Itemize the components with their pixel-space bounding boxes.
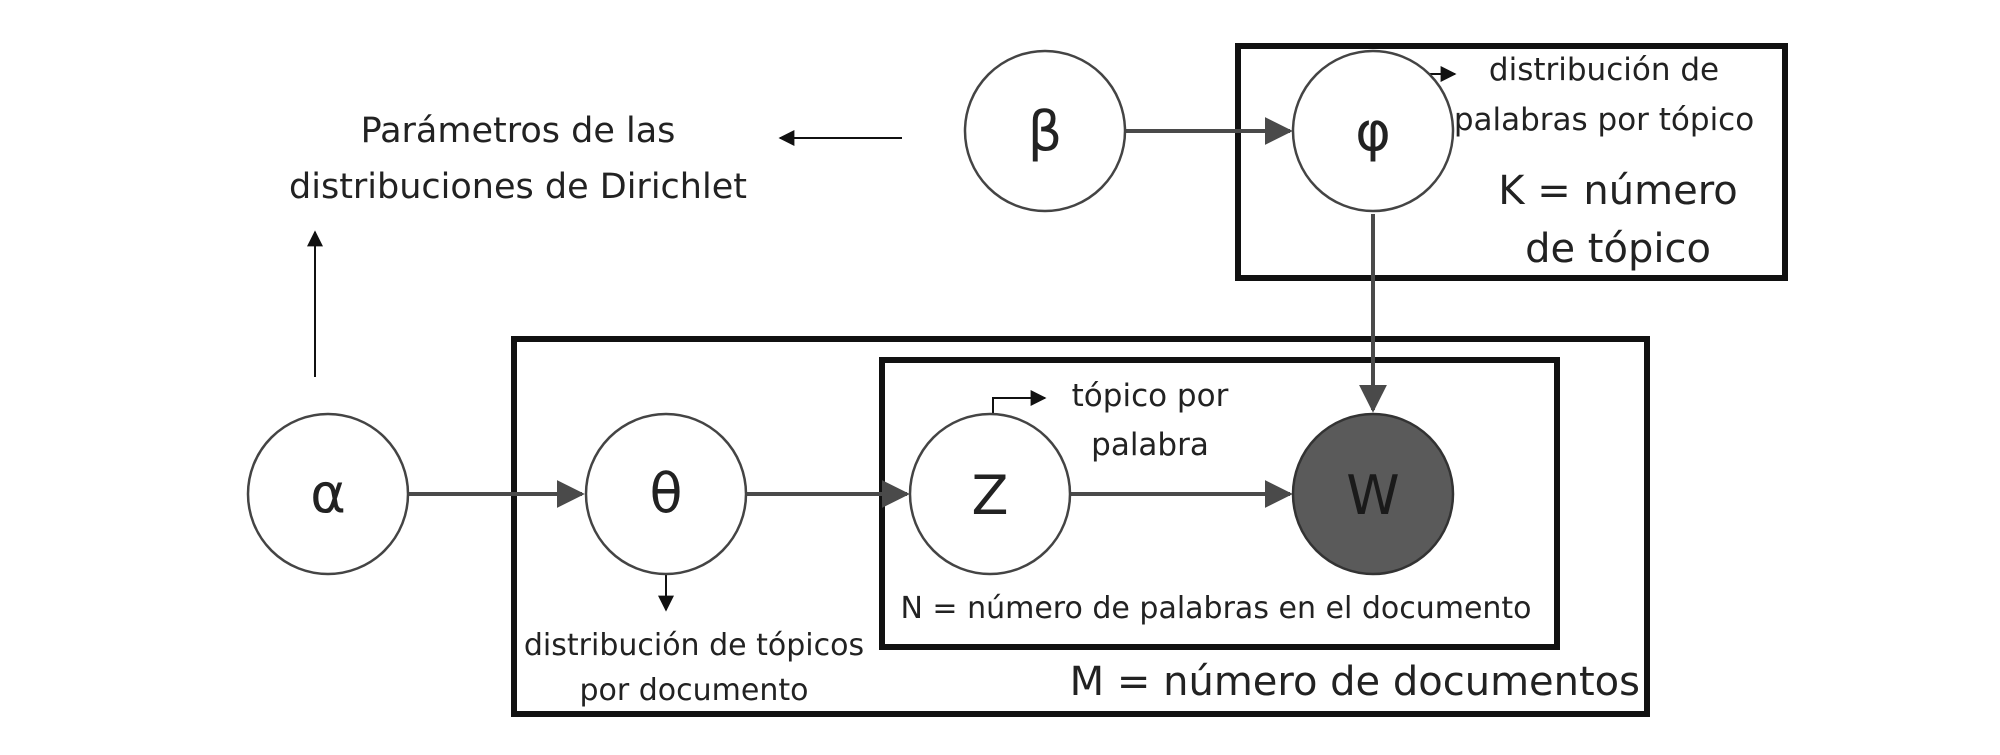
node-alpha: α	[246, 412, 410, 576]
k-plate-label-line2: de tópico	[1525, 226, 1711, 272]
theta-desc-line2: por documento	[580, 673, 809, 708]
svg-text:β: β	[1028, 100, 1062, 163]
m-plate-label: M = número de documentos	[1070, 659, 1640, 705]
k-plate-label-line1: K = número	[1498, 168, 1738, 214]
z-desc-line1: tópico por	[1072, 378, 1229, 414]
node-theta: θ	[584, 412, 748, 576]
theta-desc-line1: distribución de tópicos	[524, 628, 864, 663]
plate-k-topics	[1235, 43, 1788, 281]
phi-desc-line2: palabras por tópico	[1454, 102, 1754, 138]
svg-text:α: α	[310, 462, 346, 525]
z-desc-line2: palabra	[1091, 427, 1209, 463]
node-beta: β	[963, 49, 1127, 213]
n-plate-label: N = número de palabras en el documento	[900, 591, 1531, 626]
dirichlet-label-line1: Parámetros de las	[361, 111, 676, 151]
phi-desc-line1: distribución de	[1489, 52, 1719, 88]
svg-text:φ: φ	[1355, 100, 1391, 163]
dirichlet-label-line2: distribuciones de Dirichlet	[289, 167, 747, 207]
svg-text:W: W	[1346, 464, 1399, 527]
node-z: Z	[908, 412, 1072, 576]
node-w: W	[1291, 412, 1455, 576]
svg-text:θ: θ	[649, 462, 682, 525]
plate-m-documents	[511, 336, 1650, 717]
svg-text:Z: Z	[972, 464, 1009, 527]
node-phi: φ	[1291, 49, 1455, 213]
